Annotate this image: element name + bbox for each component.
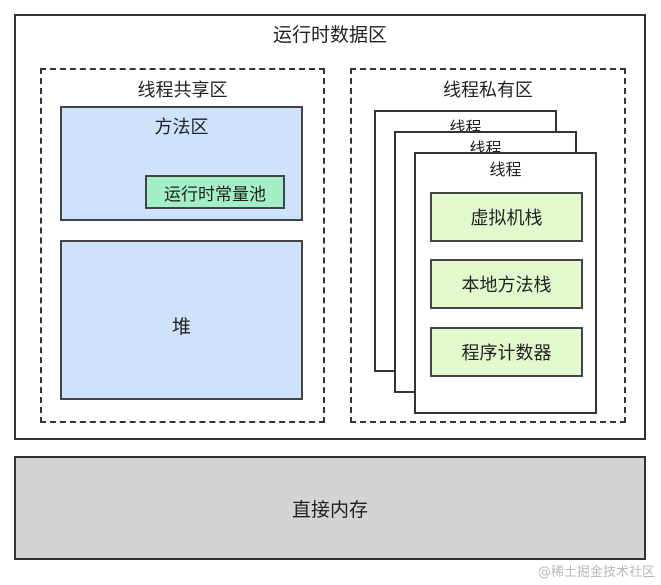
thread-shared-region: 线程共享区 方法区 运行时常量池 堆 — [40, 68, 325, 423]
method-area-title: 方法区 — [154, 117, 209, 138]
method-area: 方法区 运行时常量池 — [60, 106, 303, 221]
watermark: @稀土掘金技术社区 — [537, 565, 655, 580]
heap: 堆 — [60, 240, 303, 400]
runtime-data-area: 运行时数据区 线程共享区 方法区 运行时常量池 堆 线程私有区 线程 线程 线程… — [14, 14, 646, 440]
program-counter: 程序计数器 — [430, 327, 583, 377]
runtime-constant-pool: 运行时常量池 — [145, 175, 285, 209]
thread-label: 线程 — [489, 160, 522, 179]
heap-title: 堆 — [171, 316, 191, 338]
direct-memory: 直接内存 — [14, 456, 646, 560]
thread-card: 线程 虚拟机栈 本地方法栈 程序计数器 — [414, 152, 597, 414]
thread-private-region: 线程私有区 线程 线程 线程 虚拟机栈 本地方法栈 程序计数器 — [350, 68, 626, 423]
thread-private-region-title: 线程私有区 — [443, 80, 533, 101]
native-method-stack: 本地方法栈 — [430, 259, 583, 309]
thread-shared-region-title: 线程共享区 — [137, 80, 228, 101]
runtime-data-area-title: 运行时数据区 — [272, 24, 387, 46]
vm-stack: 虚拟机栈 — [430, 192, 583, 242]
